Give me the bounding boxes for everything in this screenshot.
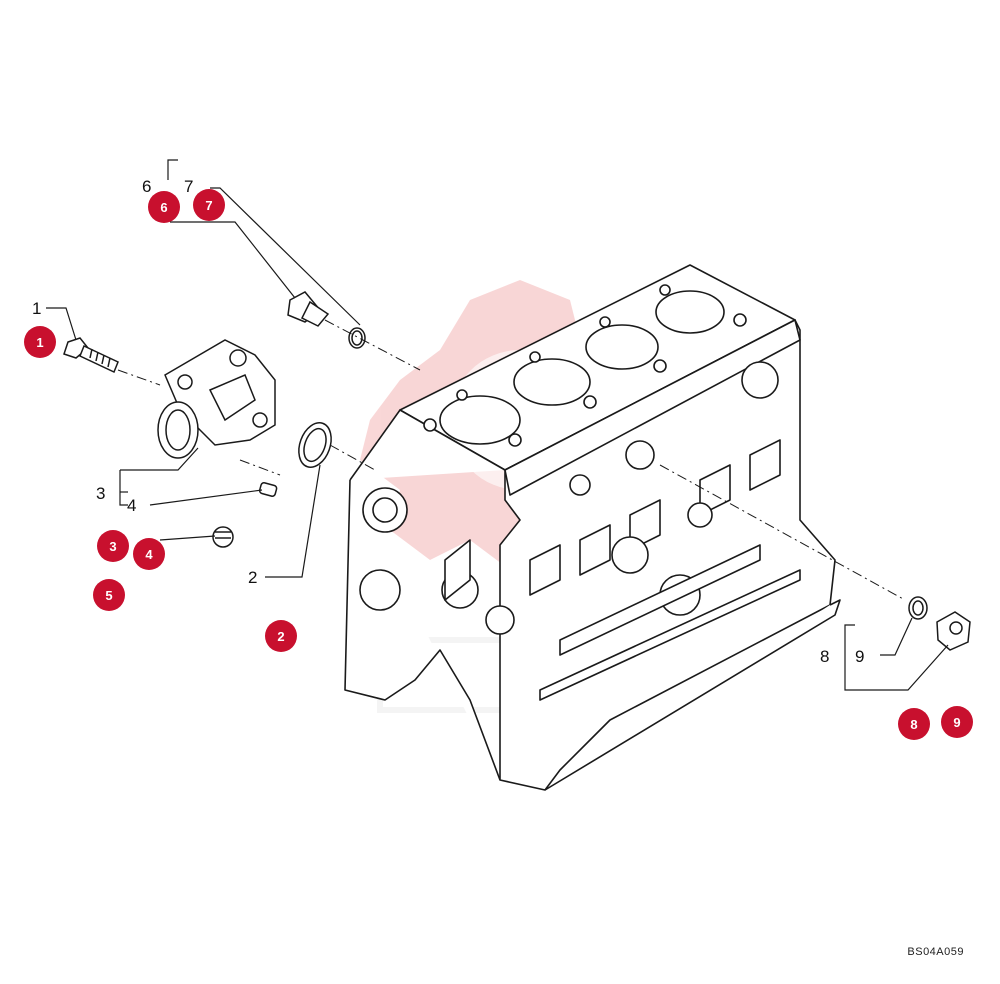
- callout-4: 4: [127, 496, 136, 515]
- svg-text:8: 8: [910, 717, 917, 732]
- hotspot-2[interactable]: 2: [265, 620, 297, 652]
- dowel-pin-part: [212, 482, 278, 548]
- hotspot-5[interactable]: 5: [93, 579, 125, 611]
- hotspot-9[interactable]: 9: [941, 706, 973, 738]
- leader-lines: [46, 159, 949, 691]
- callout-9: 9: [855, 647, 864, 666]
- plug-part: [287, 291, 366, 349]
- callout-2: 2: [248, 568, 257, 587]
- svg-text:1: 1: [36, 335, 43, 350]
- callout-6: 6: [142, 177, 151, 196]
- assembly-axis-lines: [117, 319, 906, 601]
- svg-text:7: 7: [205, 198, 212, 213]
- hotspot-7[interactable]: 7: [193, 189, 225, 221]
- svg-text:4: 4: [145, 547, 153, 562]
- svg-text:9: 9: [953, 715, 960, 730]
- thermostat-housing-part: [157, 339, 276, 459]
- engine-block: [344, 264, 841, 791]
- bolt-part: [63, 337, 119, 374]
- callout-labels: 1 6 7 3 4 2 8 9: [32, 177, 864, 666]
- callout-8: 8: [820, 647, 829, 666]
- svg-text:3: 3: [109, 539, 116, 554]
- hotspot-1[interactable]: 1: [24, 326, 56, 358]
- svg-text:5: 5: [105, 588, 112, 603]
- svg-text:2: 2: [277, 629, 284, 644]
- hotspot-markers: 1 6 7 3 4 5 2 8: [24, 189, 973, 740]
- hotspot-3[interactable]: 3: [97, 530, 129, 562]
- hotspot-6[interactable]: 6: [148, 191, 180, 223]
- callout-1: 1: [32, 299, 41, 318]
- callout-7: 7: [184, 177, 193, 196]
- hotspot-4[interactable]: 4: [133, 538, 165, 570]
- svg-text:6: 6: [160, 200, 167, 215]
- o-ring-part: [298, 422, 332, 468]
- callout-3: 3: [96, 484, 105, 503]
- drawing-reference-code: BS04A059: [907, 946, 964, 958]
- hotspot-8[interactable]: 8: [898, 708, 930, 740]
- drain-plug-part: [908, 596, 971, 651]
